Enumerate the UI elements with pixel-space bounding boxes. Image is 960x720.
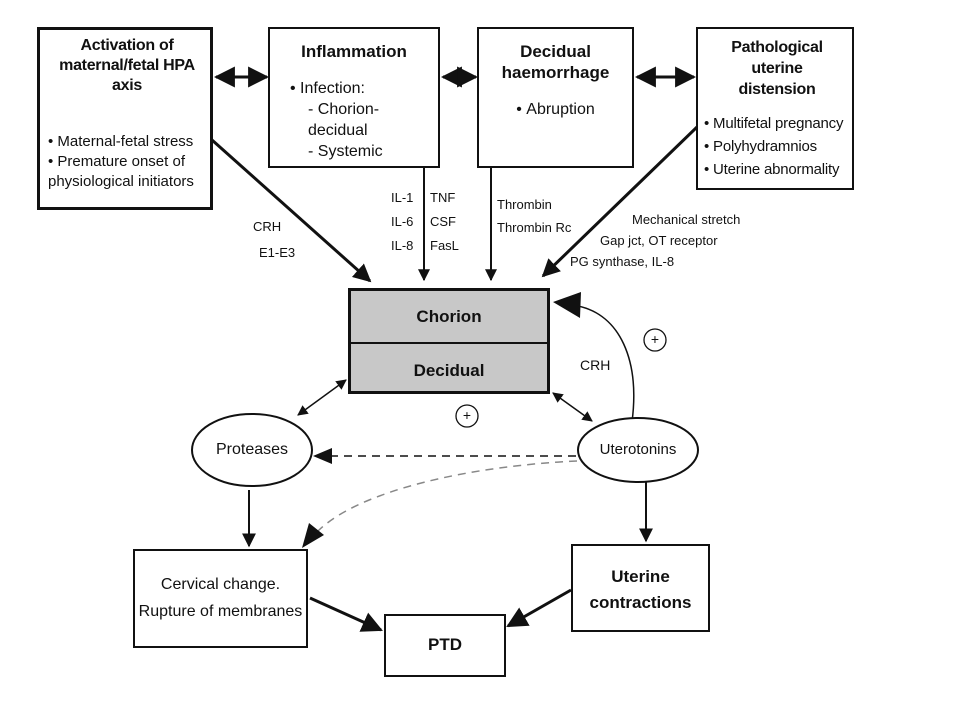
distension-title-line1: Pathological uterine: [731, 39, 823, 77]
plus-sign-right: +: [650, 331, 660, 347]
chorion-label: Chorion: [351, 291, 547, 344]
uterine-line1: Uterine: [611, 567, 670, 586]
label-fasl: FasL: [430, 238, 459, 253]
label-e1-e3: E1-E3: [259, 245, 296, 260]
inflammation-subitem: - Chorion-decidual: [308, 101, 380, 139]
label-mechanical: Mechanical stretch Gap jct, OT receptor …: [570, 209, 740, 272]
label-thrombin: Thrombin Thrombin Rc: [497, 193, 571, 239]
uterotonins-label: Uterotonins: [599, 441, 677, 458]
label-mechanical-line3: PG synthase, IL-8: [570, 254, 675, 269]
box-cervical-change: Cervical change. Rupture of membranes: [133, 549, 308, 648]
label-thrombin-line1: Thrombin: [497, 197, 552, 212]
plus-circle-right: [643, 328, 667, 352]
arrow-hpa-chorion: [211, 138, 372, 283]
label-crh-left: CRH: [253, 219, 282, 234]
label-tnf: TNF: [430, 190, 456, 205]
label-il1: IL-1: [391, 190, 414, 205]
label-thrombin-line2: Thrombin Rc: [497, 220, 572, 235]
label-mechanical-line2: Gap jct, OT receptor: [600, 233, 718, 248]
arrowhead-crh-feedback: [553, 292, 581, 318]
label-interleukins: IL-1 IL-6 IL-8: [391, 186, 413, 258]
box-uterine-distension: Pathological uterine distension Multifet…: [696, 27, 854, 190]
box-chorion-decidual: Chorion Decidual: [348, 288, 550, 394]
box-uterine-contractions: Uterine contractions: [571, 544, 710, 632]
plus-circle-bottom: [455, 404, 479, 428]
inflammation-subitem: - Systemic: [308, 143, 383, 160]
haemorrhage-title-line1: Decidual: [520, 42, 591, 61]
decidual-label: Decidual: [413, 361, 485, 380]
arrowhead-dashed-cervical: [302, 523, 324, 548]
distension-item: Multifetal pregnancy: [704, 112, 850, 135]
cervical-line2: Rupture of membranes: [138, 603, 303, 620]
label-csf: CSF: [430, 214, 456, 229]
box-inflammation: Inflammation Infection: - Chorion-decidu…: [268, 27, 440, 168]
distension-item: Polyhydramnios: [704, 135, 850, 158]
arrow-uterine-ptd: [506, 588, 572, 628]
label-crh-right: CRH: [580, 357, 611, 373]
proteases-ellipse: [191, 413, 313, 487]
box-ptd: PTD: [384, 614, 506, 677]
dashed-arrow-uterotonins-cervical: [317, 460, 578, 532]
uterine-line2: contractions: [589, 593, 692, 612]
box-hpa-axis: Activation of maternal/fetal HPA axis Ma…: [37, 27, 213, 210]
proteases-label: Proteases: [215, 441, 289, 458]
label-mechanical-line1: Mechanical stretch: [632, 212, 741, 227]
hpa-item: Premature onset of physiological initiat…: [48, 152, 206, 192]
arrow-cervical-ptd: [309, 596, 383, 632]
distension-item: Uterine abnormality: [704, 158, 850, 181]
haemorrhage-item: Abruption: [483, 99, 628, 120]
arrow-decidual-uterotonins: [552, 392, 593, 422]
arrow-distension-chorion: [541, 125, 699, 278]
cervical-line1: Cervical change.: [160, 576, 281, 593]
inflammation-item: Infection:: [290, 78, 434, 99]
inflammation-title: Inflammation: [301, 42, 407, 61]
arrowhead-dashed-proteases: [313, 448, 332, 464]
hpa-title-line2: maternal/fetal HPA axis: [59, 57, 195, 94]
label-il8: IL-8: [391, 238, 414, 253]
haemorrhage-title-line2: haemorrhage: [501, 63, 610, 82]
uterotonins-ellipse: [577, 417, 699, 483]
box-decidual-haemorrhage: Decidual haemorrhage Abruption: [477, 27, 634, 168]
distension-title-line2: distension: [738, 81, 816, 98]
label-cytokines: TNF CSF FasL: [430, 186, 459, 258]
arrow-decidual-proteases: [297, 379, 347, 416]
hpa-title-line1: Activation of: [80, 37, 174, 54]
hpa-item: Maternal-fetal stress: [48, 132, 206, 152]
arrow-crh-feedback: [577, 305, 635, 423]
plus-sign-bottom: +: [462, 407, 472, 423]
label-il6: IL-6: [391, 214, 414, 229]
ptd-label: PTD: [428, 635, 462, 654]
